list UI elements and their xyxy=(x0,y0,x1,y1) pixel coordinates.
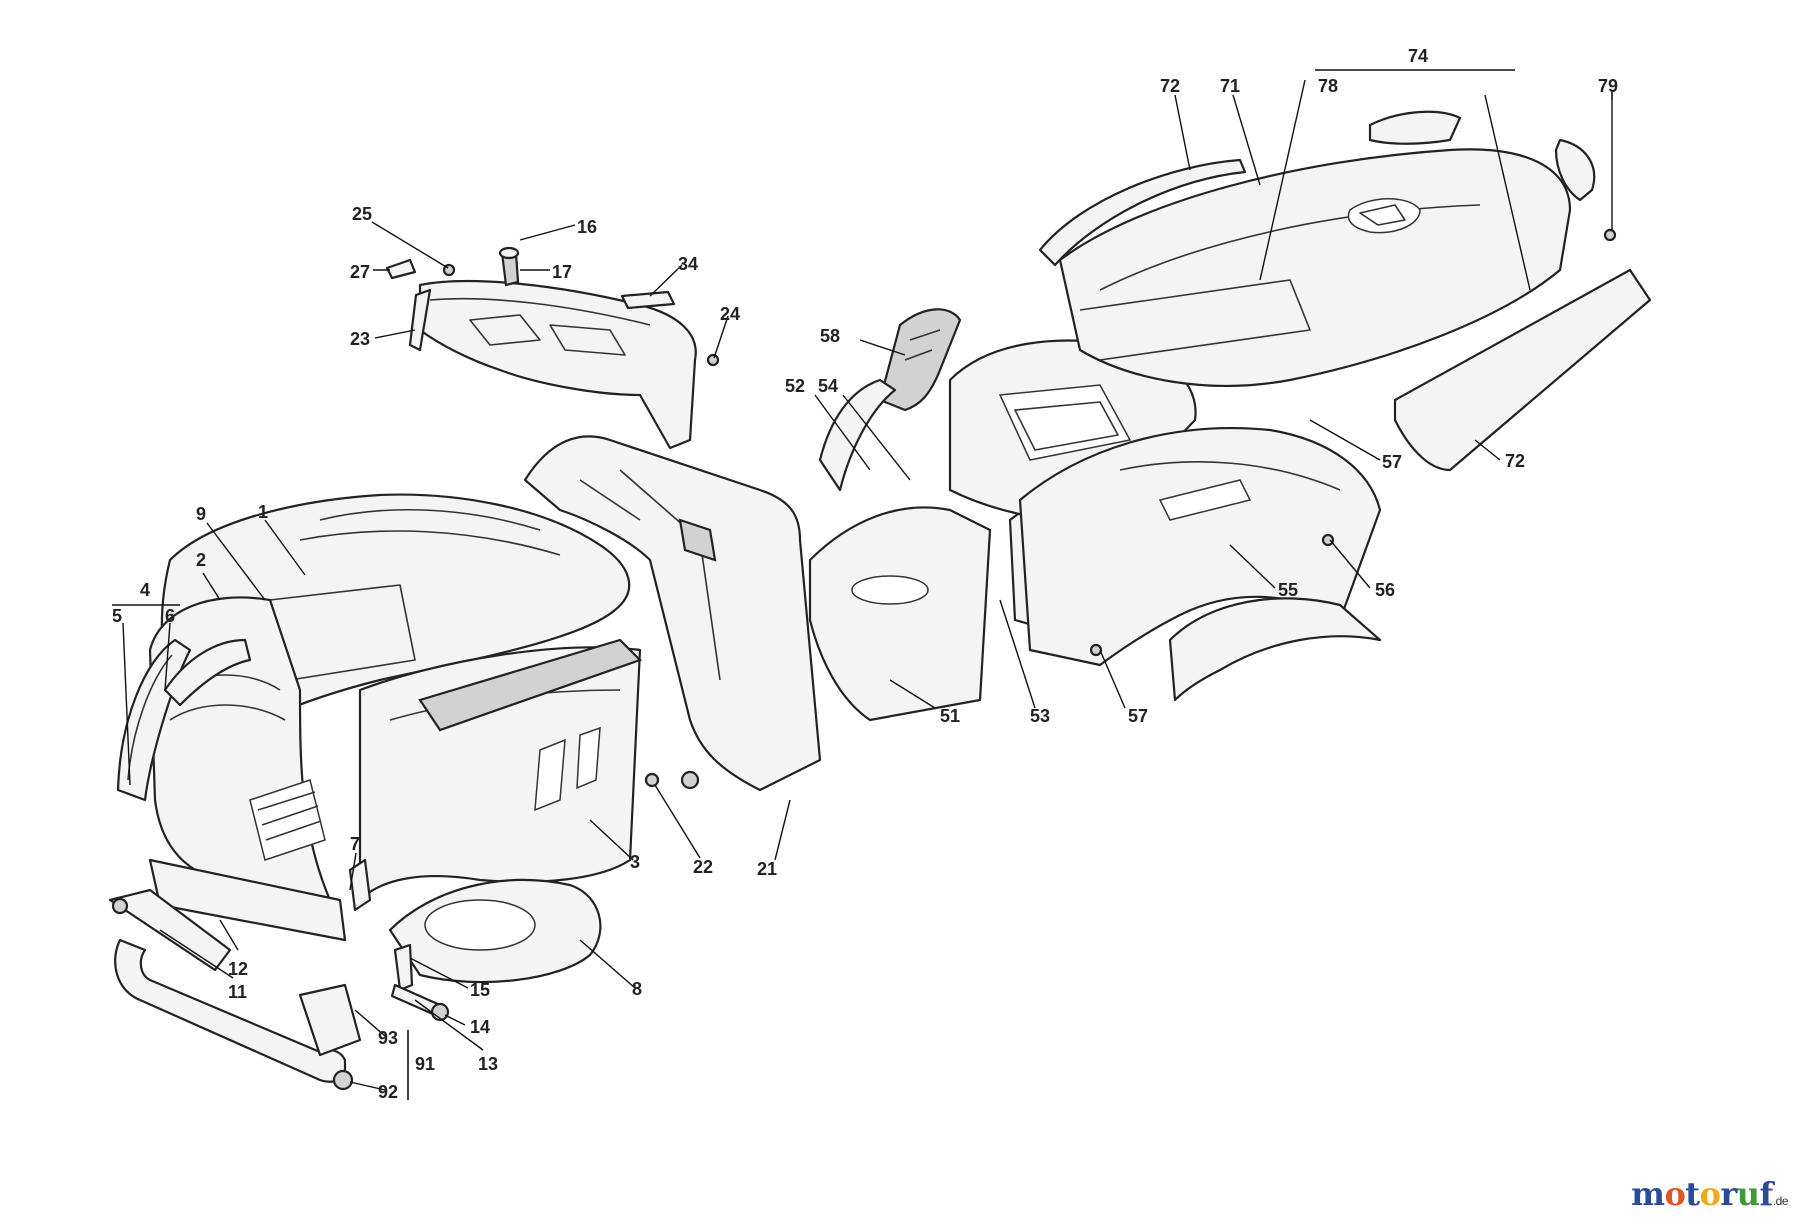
rear-hood xyxy=(1038,110,1652,472)
motoruf-watermark: motoruf.de xyxy=(1631,1175,1788,1213)
callout-52: 52 xyxy=(785,376,805,396)
front-bumper xyxy=(108,888,362,1091)
front-panel xyxy=(148,858,347,942)
bumper-bracket-right xyxy=(298,983,362,1057)
trim-72-side xyxy=(1393,268,1652,472)
seat-bracket xyxy=(878,308,962,412)
dash-cover xyxy=(385,246,720,450)
callout-92: 92 xyxy=(378,1082,398,1102)
callout-12: 12 xyxy=(228,959,248,979)
dash-panel xyxy=(418,279,697,450)
callout-2: 2 xyxy=(196,550,206,570)
watermark-letter: r xyxy=(1720,1175,1737,1213)
callout-14: 14 xyxy=(470,1017,490,1037)
callout-16: 16 xyxy=(577,217,597,237)
callout-21: 21 xyxy=(757,859,777,879)
callout-22: 22 xyxy=(693,857,713,877)
center-strip xyxy=(418,638,643,732)
callout-72-side: 72 xyxy=(1505,451,1525,471)
callout-78: 78 xyxy=(1318,76,1338,96)
group-brackets xyxy=(112,69,1613,1100)
callout-13: 13 xyxy=(478,1054,498,1074)
callout-58: 58 xyxy=(820,326,840,346)
callout-11: 11 xyxy=(228,982,247,1002)
seat-recess xyxy=(998,384,1132,461)
trim-72-top xyxy=(1038,158,1247,267)
center-cover xyxy=(523,435,822,792)
bumper-bracket-left xyxy=(108,888,232,972)
callout-27: 27 xyxy=(350,262,370,282)
watermark-letter: o xyxy=(1699,1175,1721,1213)
callout-93: 93 xyxy=(378,1028,398,1048)
watermark-letter: u xyxy=(1736,1175,1760,1213)
callout-57-upper: 57 xyxy=(1382,452,1402,472)
callout-3: 3 xyxy=(630,852,640,872)
callout-91: 91 xyxy=(415,1054,435,1074)
headlight-right xyxy=(163,638,252,707)
callout-labels: 1 2 3 4 5 6 7 8 9 11 12 13 14 15 16 17 2… xyxy=(112,46,1618,1102)
floor-51 xyxy=(808,506,992,722)
rear-fenders xyxy=(1018,426,1382,702)
watermark-letter: o xyxy=(1664,1175,1686,1213)
bumper-bar xyxy=(114,938,347,1083)
callout-17: 17 xyxy=(552,262,572,282)
callout-56: 56 xyxy=(1375,580,1395,600)
callout-34: 34 xyxy=(678,254,698,274)
watermark-suffix: .de xyxy=(1772,1194,1789,1208)
callout-54: 54 xyxy=(818,376,838,396)
callout-51: 51 xyxy=(940,706,960,726)
callout-5: 5 xyxy=(112,606,122,626)
watermark-letter: t xyxy=(1685,1175,1700,1213)
callout-79: 79 xyxy=(1598,76,1618,96)
callout-15: 15 xyxy=(470,980,490,1000)
callout-7: 7 xyxy=(350,834,360,854)
callout-53: 53 xyxy=(1030,706,1050,726)
hood-assembly xyxy=(116,493,643,984)
callout-6: 6 xyxy=(165,606,175,626)
callout-1: 1 xyxy=(258,502,268,522)
watermark-letter: m xyxy=(1631,1175,1665,1213)
callout-4: 4 xyxy=(140,580,150,600)
filler-cap xyxy=(1347,198,1421,234)
column-cover xyxy=(523,435,822,792)
callout-72-top: 72 xyxy=(1160,76,1180,96)
callout-23: 23 xyxy=(350,329,370,349)
callout-24: 24 xyxy=(720,304,740,324)
fender-55 xyxy=(1168,597,1382,702)
callout-57-lower: 57 xyxy=(1128,706,1148,726)
callout-8: 8 xyxy=(632,979,642,999)
callout-55: 55 xyxy=(1278,580,1298,600)
fender-main xyxy=(1018,426,1382,667)
watermark-letter: f xyxy=(1759,1175,1774,1213)
rear-hood-shell xyxy=(1058,148,1572,387)
callout-74: 74 xyxy=(1408,46,1428,66)
callout-25: 25 xyxy=(352,204,372,224)
callout-9: 9 xyxy=(196,504,206,524)
callout-71: 71 xyxy=(1220,76,1240,96)
leader-lines xyxy=(122,79,1613,1091)
